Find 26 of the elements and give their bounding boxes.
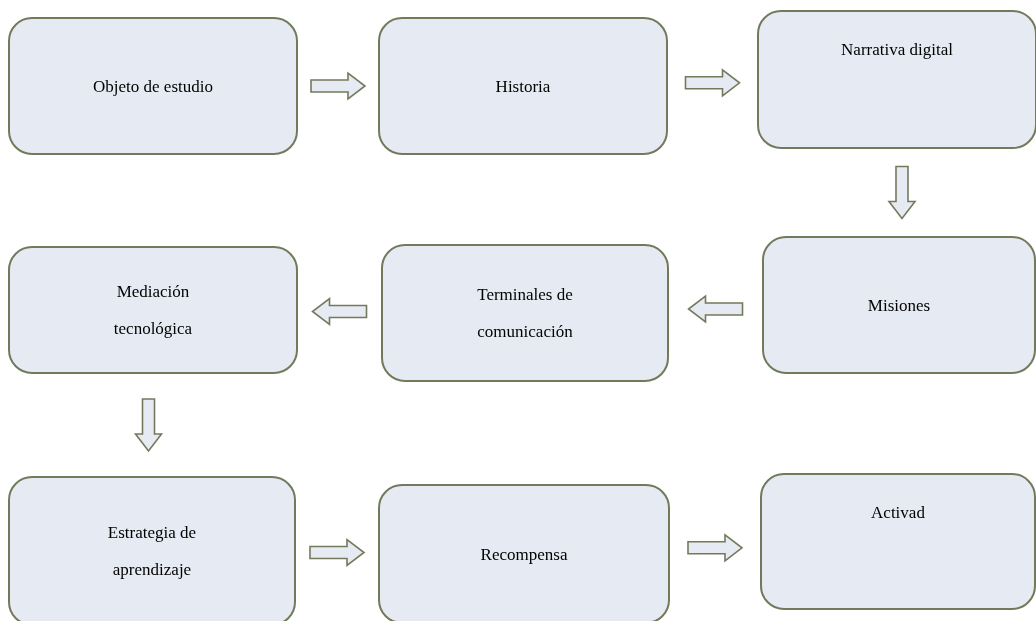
block-arrow <box>687 294 744 324</box>
process-box <box>378 17 668 155</box>
block-arrow <box>311 296 368 327</box>
box-label: Activad <box>871 502 925 524</box>
box-label: Mediación tecnológica <box>112 281 194 340</box>
block-arrow <box>887 165 917 220</box>
box-label: Historia <box>495 75 551 98</box>
box-label: Objeto de estudio <box>93 75 213 98</box>
process-box <box>8 476 296 621</box>
process-box <box>8 17 298 155</box>
box-label: Narrativa digital <box>841 39 953 61</box>
box-label: Recompensa <box>480 543 568 566</box>
box-label: Misiones <box>867 294 931 317</box>
process-box <box>762 236 1036 374</box>
process-box <box>378 484 670 621</box>
process-box <box>757 10 1036 149</box>
box-label: Terminales de comunicación <box>476 284 574 343</box>
block-arrow <box>687 533 744 563</box>
block-arrow <box>133 398 164 453</box>
process-box <box>760 473 1036 610</box>
block-arrow <box>309 537 366 568</box>
process-box <box>8 246 298 374</box>
block-arrow <box>684 68 741 98</box>
process-box <box>381 244 669 382</box>
box-label: Estrategia de aprendizaje <box>106 522 198 581</box>
block-arrow <box>310 71 367 101</box>
